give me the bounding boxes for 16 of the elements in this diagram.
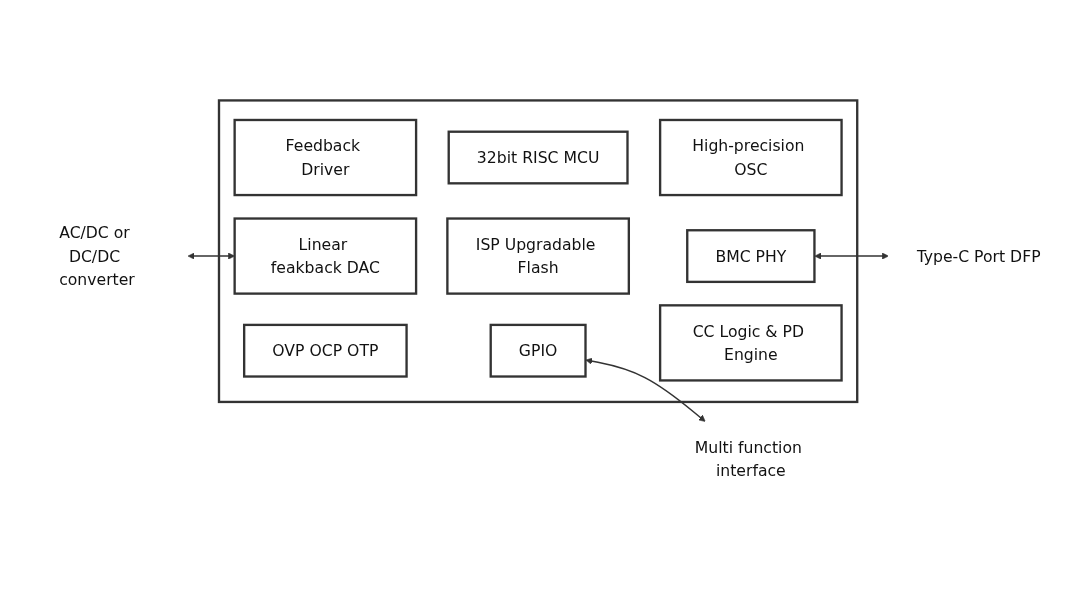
node-box: GPIO — [489, 323, 587, 378]
node-box: 32bit RISC MCU — [447, 130, 629, 185]
node-text: Type-C Port DFP — [916, 246, 1041, 266]
arrow — [585, 357, 706, 422]
node-box: OVP OCP OTP — [243, 323, 408, 378]
cluster — [217, 99, 859, 404]
node-box: BMC PHY — [686, 229, 816, 284]
node-box: Feedback Driver — [233, 118, 418, 197]
arrow — [814, 252, 889, 260]
node-box: Linear feakback DAC — [233, 217, 418, 295]
node-box: High-precision OSC — [658, 118, 843, 197]
node-box: CC Logic & PD Engine — [658, 304, 843, 382]
node-text: AC/DC or DC/DC converter — [59, 223, 135, 289]
node-text: Multi function interface — [694, 437, 802, 481]
arrow — [187, 252, 235, 260]
node-box: ISP Upgradable Flash — [446, 217, 630, 295]
